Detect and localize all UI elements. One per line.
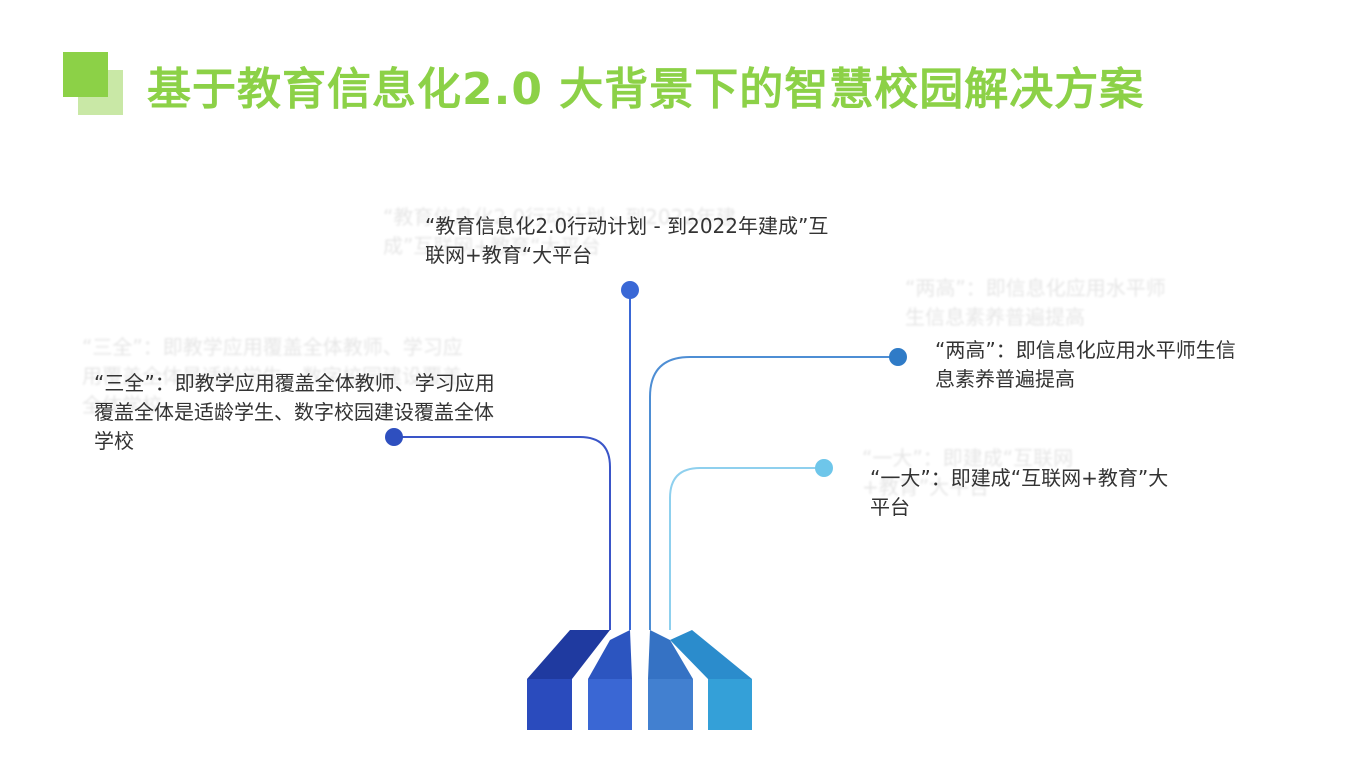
- stem-right-upper: [649, 356, 898, 630]
- node-dot-left: [385, 428, 403, 446]
- base-block-3-top: [648, 630, 693, 679]
- base-block-2-top: [588, 630, 632, 679]
- title-decoration-square: [63, 52, 108, 97]
- page-title: 基于教育信息化2.0 大背景下的智慧校园解决方案: [147, 64, 1145, 115]
- node-label-right-upper: “两高”：即信息化应用水平师生信息素养普遍提高: [935, 338, 1236, 391]
- base-block-1: [527, 679, 572, 730]
- node-dot-right-lower: [815, 459, 833, 477]
- node-label-right-lower: “一大”：即建成“互联网+教育”大平台: [870, 466, 1169, 519]
- node-label-left: “三全”：即教学应用覆盖全体教师、学习应用覆盖全体是适龄学生、数字校园建设覆盖全…: [94, 371, 495, 453]
- base-block-2: [588, 679, 632, 730]
- base-block-4: [708, 679, 752, 730]
- node-dot-top: [621, 281, 639, 299]
- node-dot-right-upper: [889, 348, 907, 366]
- node-label-top: “教育信息化2.0行动计划 - 到2022年建成”互联网+教育“大平台: [425, 214, 829, 267]
- stem-right-lower: [669, 467, 824, 630]
- base-block-3: [648, 679, 693, 730]
- base-block-4-top: [670, 630, 752, 679]
- stem-left: [394, 436, 611, 630]
- base-block-1-top: [527, 630, 610, 679]
